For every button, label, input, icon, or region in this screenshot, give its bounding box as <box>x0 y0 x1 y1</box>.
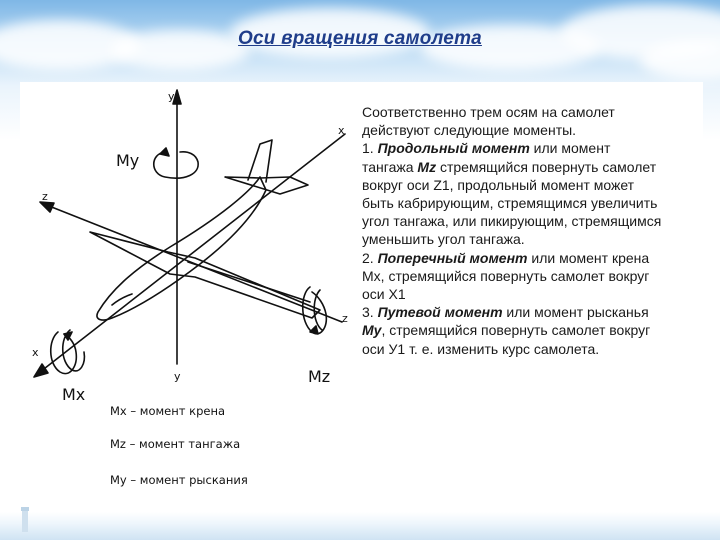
explanation-text: Соответственно трем осям на самолет дейс… <box>362 103 662 358</box>
roll-moment-paragraph: 2. Поперечный момент или момент крена Mx… <box>362 249 650 303</box>
content-panel <box>20 82 703 512</box>
mz-label: Mz <box>308 367 330 386</box>
z-axis-label-right: z <box>342 312 348 325</box>
roll-moment-term: Поперечный момент <box>377 249 528 266</box>
pitch-moment-term: Продольный момент <box>377 140 530 157</box>
legend-item-my: My – момент рыскания <box>110 473 248 487</box>
yaw-moment-paragraph: 3. Путевой момент или момент рысканья My… <box>362 304 651 357</box>
y-axis-arrow <box>172 89 182 105</box>
lighthouse-icon <box>21 507 29 532</box>
x-axis-line <box>39 133 346 373</box>
y-axis-label-bottom: y <box>174 370 181 383</box>
my-rotation-arrow <box>152 151 199 179</box>
x-axis-label-left: x <box>32 346 39 359</box>
mx-label: Mx <box>62 385 85 404</box>
legend-item-mz: Mz – момент тангажа <box>110 437 240 451</box>
z-axis-label-left: z <box>42 190 48 203</box>
yaw-moment-term: Путевой момент <box>377 304 503 321</box>
main-wing <box>89 231 321 319</box>
intro-paragraph: Соответственно трем осям на самолет дейс… <box>362 104 615 139</box>
my-symbol: My <box>362 322 382 339</box>
horizontal-stabilizer <box>224 176 309 195</box>
vertical-fin <box>247 139 273 183</box>
footer-decoration <box>0 512 720 540</box>
mz-symbol: Mz <box>417 158 437 175</box>
sky-clouds-background <box>0 0 720 90</box>
legend-item-mx: Mx – момент крена <box>110 404 225 418</box>
slide-title: Оси вращения самолета <box>238 28 482 49</box>
x-axis-label-right: x <box>338 124 345 137</box>
z-axis-arrow <box>39 201 55 213</box>
fuselage <box>96 176 267 321</box>
aircraft-axes-diagram: y y x x z z My Mx Mz Mx – момент крена M… <box>32 89 348 487</box>
my-label: My <box>116 151 139 170</box>
pitch-moment-paragraph: 1. Продольный момент или момент тангажа … <box>362 140 662 248</box>
x-axis-arrow <box>33 363 49 378</box>
y-axis-label-top: y <box>168 90 175 103</box>
mz-rotation-arrow <box>301 286 328 335</box>
